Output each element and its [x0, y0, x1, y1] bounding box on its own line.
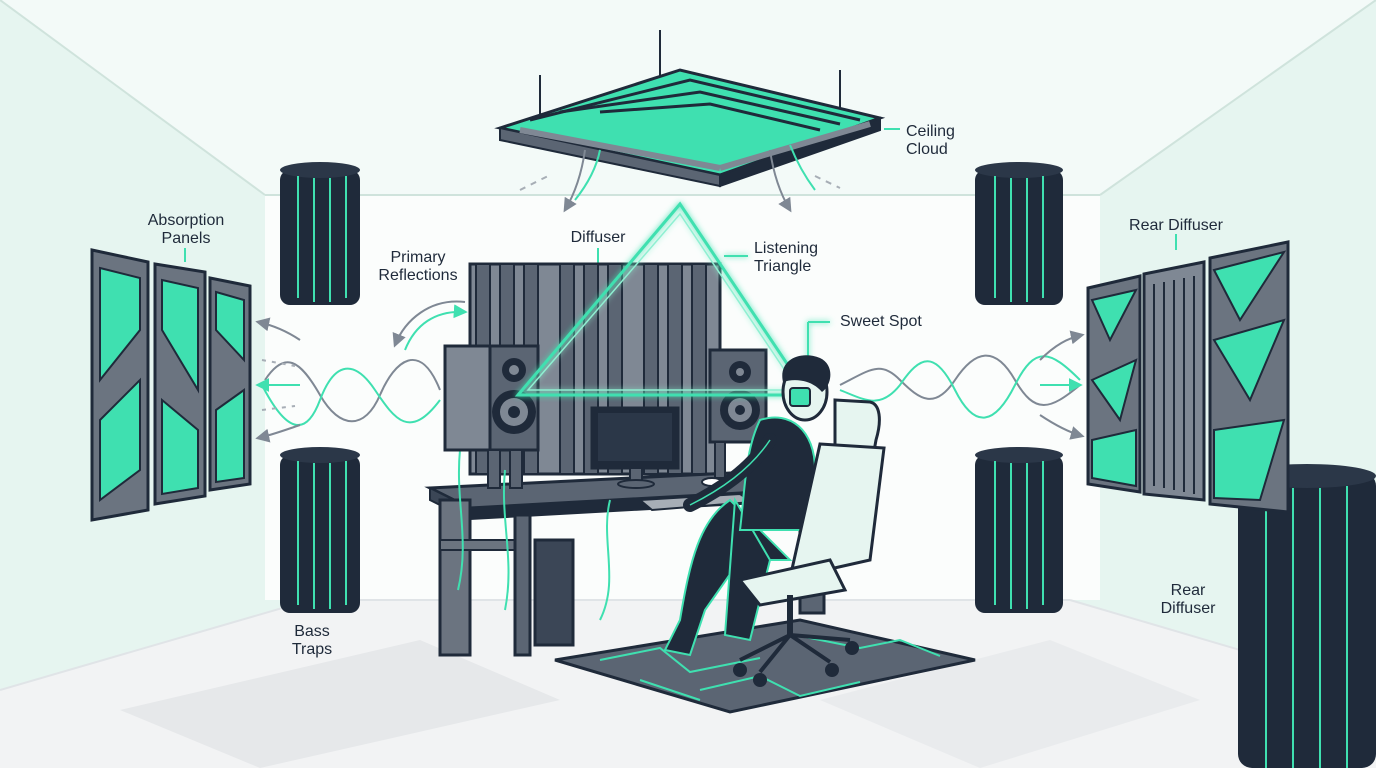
label-bass-traps: Bass Traps	[291, 623, 333, 658]
floor-tile	[120, 640, 560, 768]
label-absorption-panels: Absorption Panels	[147, 212, 225, 247]
bass-trap	[280, 447, 360, 613]
bass-trap	[975, 162, 1063, 305]
label-sweet-spot: Sweet Spot	[840, 313, 922, 330]
monitor	[590, 406, 755, 512]
label-rear-diffuser-bottom: Rear Diffuser	[1160, 582, 1216, 617]
label-primary-reflections: Primary Reflections	[378, 249, 458, 284]
left-speaker	[443, 344, 540, 489]
sound-waves	[255, 300, 1085, 443]
bass-trap	[280, 162, 360, 305]
rear-diffuser	[1086, 234, 1290, 514]
bass-trap	[975, 447, 1063, 613]
label-diffuser: Diffuser	[570, 229, 626, 246]
label-ceiling-cloud: Ceiling Cloud	[906, 123, 955, 158]
person-in-chair	[663, 355, 886, 687]
floor-tile	[820, 640, 1200, 768]
absorption-panels	[90, 248, 252, 522]
label-listening-triangle: Listening Triangle	[754, 240, 819, 275]
label-rear-diffuser-top: Rear Diffuser	[1129, 217, 1223, 234]
ceiling-cloud	[494, 30, 900, 213]
